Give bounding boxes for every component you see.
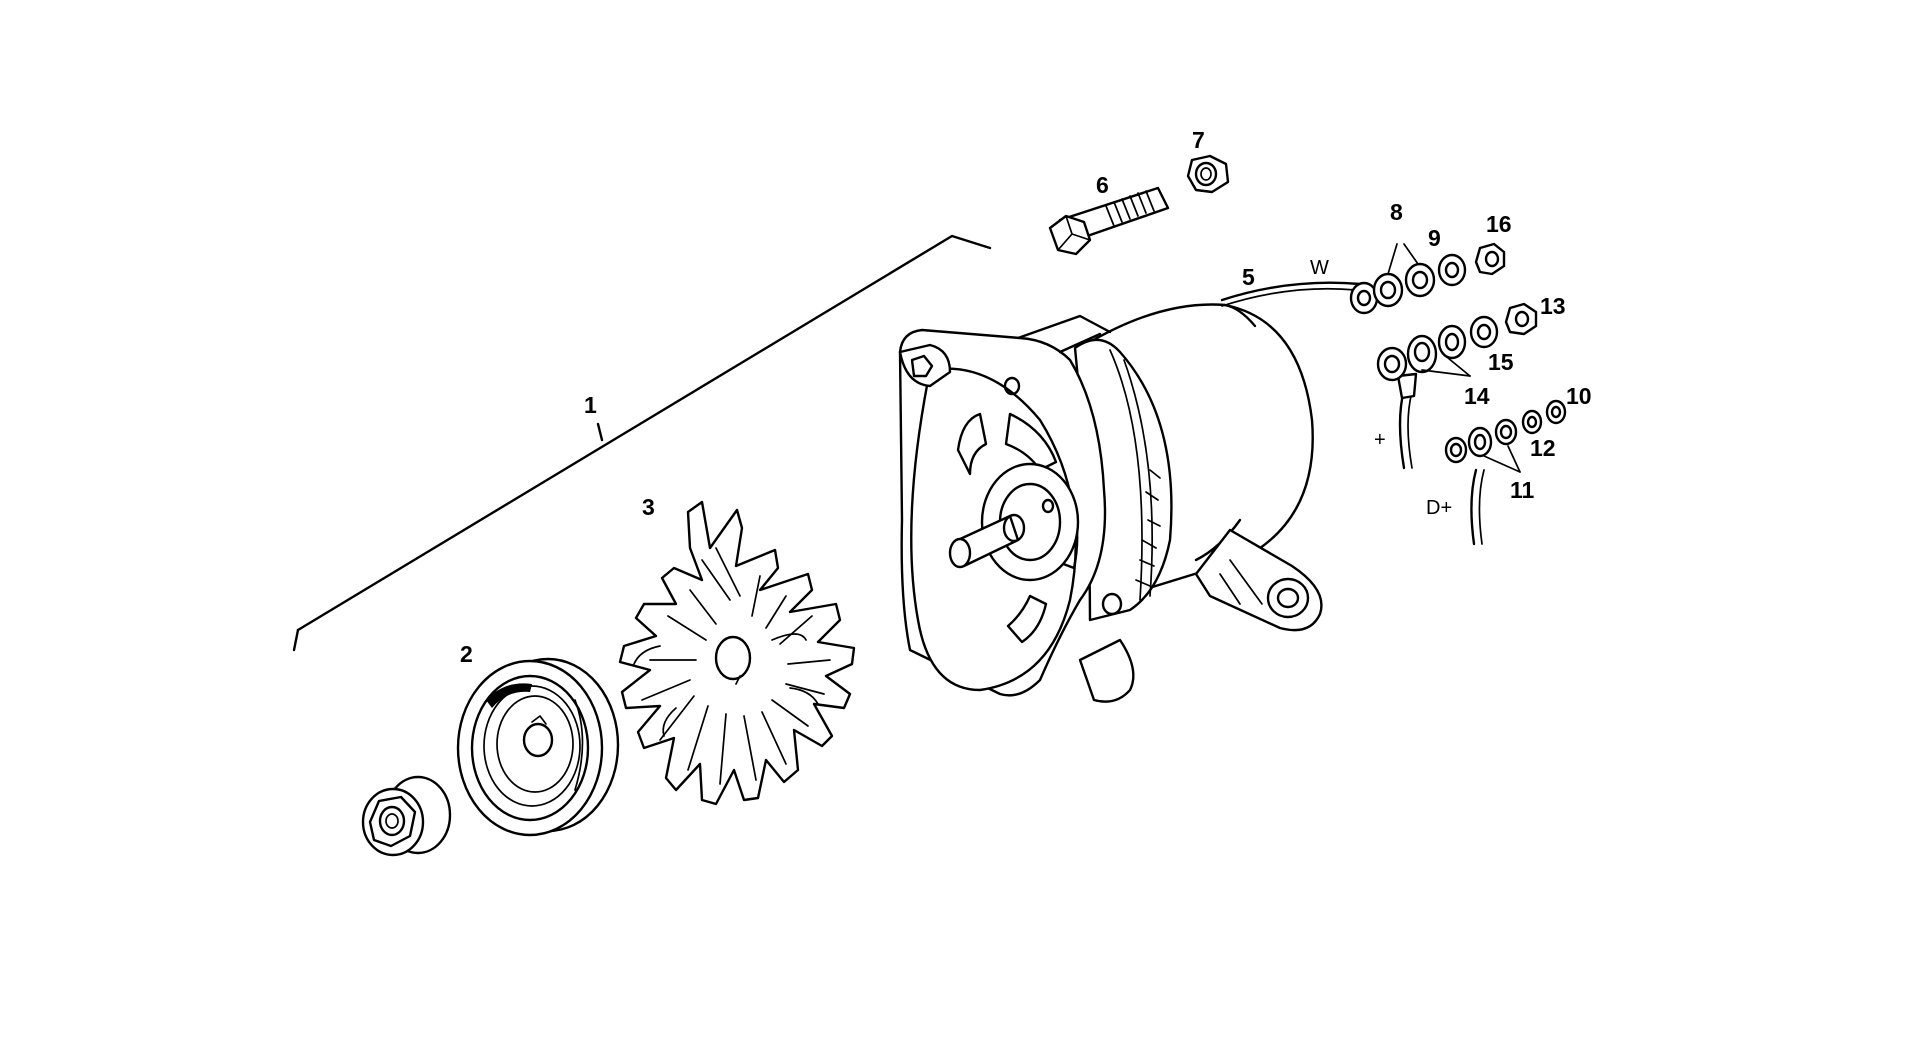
callout-8: 8 bbox=[1390, 199, 1403, 225]
callout-labels: 1 2 3 5 6 7 8 9 16 13 15 14 10 12 11 bbox=[460, 127, 1592, 667]
callout-15: 15 bbox=[1488, 349, 1514, 375]
assembly-bracket-line bbox=[292, 234, 992, 652]
pulley bbox=[456, 657, 620, 837]
callout-14: 14 bbox=[1464, 383, 1490, 409]
bolt-nut bbox=[1186, 154, 1230, 194]
callout-11: 11 bbox=[1510, 477, 1535, 503]
plus-terminal-hardware bbox=[1376, 302, 1538, 470]
d-plus-terminal-hardware bbox=[1444, 399, 1567, 546]
callout-1: 1 bbox=[584, 392, 597, 418]
terminal-label-w: W bbox=[1310, 257, 1329, 279]
terminal-label-plus: + bbox=[1374, 429, 1386, 451]
alternator-body bbox=[898, 303, 1323, 703]
callout-16: 16 bbox=[1486, 211, 1512, 237]
terminal-labels: W + D+ bbox=[1310, 257, 1452, 519]
w-terminal-hardware bbox=[1372, 242, 1506, 308]
terminal-label-d-plus: D+ bbox=[1426, 497, 1452, 519]
cooling-fan bbox=[618, 500, 856, 806]
callout-3: 3 bbox=[642, 494, 655, 520]
callout-5: 5 bbox=[1242, 264, 1255, 290]
callout-6: 6 bbox=[1096, 172, 1109, 198]
pulley-nut bbox=[361, 775, 452, 857]
callout-9: 9 bbox=[1428, 225, 1441, 251]
callout-2: 2 bbox=[460, 641, 473, 667]
mounting-bolt bbox=[1048, 186, 1170, 256]
w-cable bbox=[1220, 281, 1379, 315]
callout-10: 10 bbox=[1566, 383, 1592, 409]
leader-lines bbox=[1387, 243, 1521, 473]
callout-7: 7 bbox=[1192, 127, 1205, 153]
callout-13: 13 bbox=[1540, 293, 1566, 319]
callout-12: 12 bbox=[1530, 435, 1556, 461]
